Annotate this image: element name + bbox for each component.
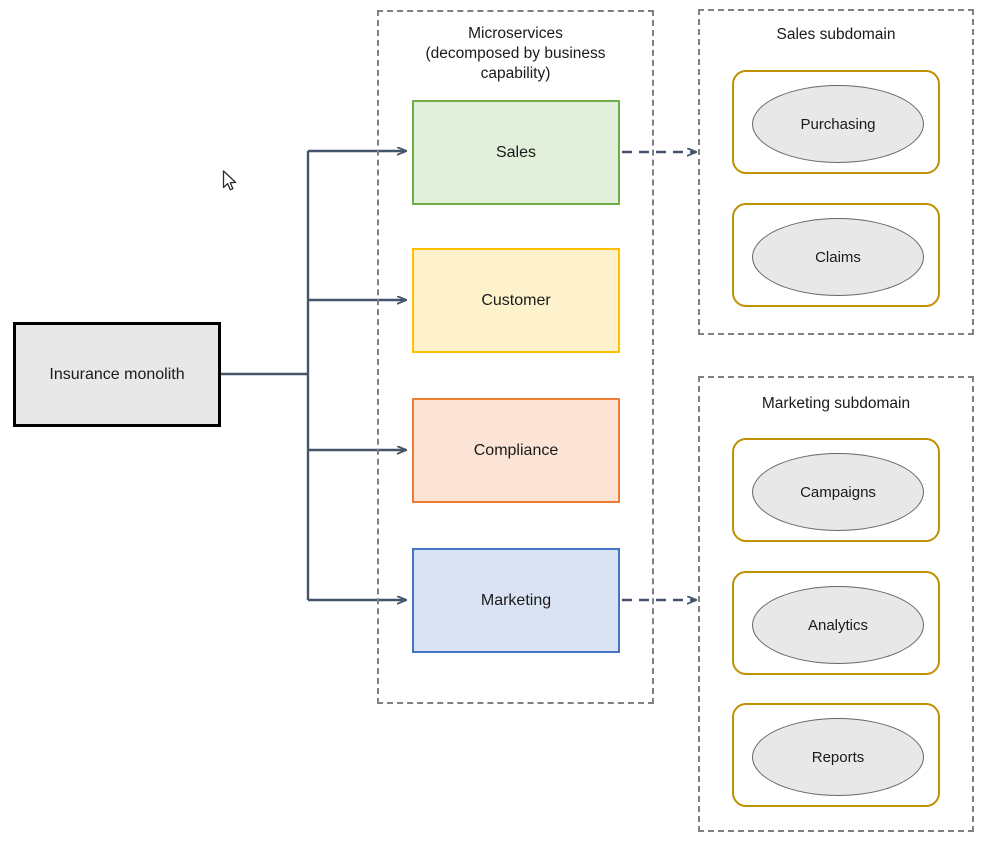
capability-ellipse-reports: Reports <box>752 718 924 796</box>
capability-card-campaigns[interactable]: Campaigns <box>732 438 940 542</box>
capability-label-campaigns: Campaigns <box>800 483 876 501</box>
marketing-subdomain-title: Marketing subdomain <box>761 395 911 412</box>
service-label-marketing: Marketing <box>480 591 552 609</box>
capability-ellipse-purchasing: Purchasing <box>752 85 924 163</box>
service-label-compliance: Compliance <box>473 441 559 459</box>
capability-label-reports: Reports <box>811 748 865 766</box>
capability-card-claims[interactable]: Claims <box>732 203 940 307</box>
service-box-marketing[interactable]: Marketing <box>412 548 620 653</box>
capability-label-purchasing: Purchasing <box>800 115 876 133</box>
insurance-monolith-label: Insurance monolith <box>49 365 185 383</box>
marketing-subdomain-group <box>698 376 974 832</box>
service-label-customer: Customer <box>481 291 551 309</box>
capability-ellipse-analytics: Analytics <box>752 586 924 664</box>
insurance-monolith-box[interactable]: Insurance monolith <box>13 322 221 427</box>
service-box-compliance[interactable]: Compliance <box>412 398 620 503</box>
capability-ellipse-campaigns: Campaigns <box>752 453 924 531</box>
sales-subdomain-group <box>698 9 974 335</box>
capability-label-claims: Claims <box>815 248 861 266</box>
microservices-group-title: Microservices (decomposed by business ca… <box>425 25 606 82</box>
service-box-customer[interactable]: Customer <box>412 248 620 353</box>
capability-card-purchasing[interactable]: Purchasing <box>732 70 940 174</box>
capability-ellipse-claims: Claims <box>752 218 924 296</box>
mouse-cursor-icon <box>222 170 240 194</box>
capability-label-analytics: Analytics <box>807 616 869 634</box>
microservices-group <box>377 10 654 704</box>
service-box-sales[interactable]: Sales <box>412 100 620 205</box>
capability-card-analytics[interactable]: Analytics <box>732 571 940 675</box>
sales-subdomain-title: Sales subdomain <box>776 26 896 43</box>
service-label-sales: Sales <box>495 143 537 161</box>
capability-card-reports[interactable]: Reports <box>732 703 940 807</box>
